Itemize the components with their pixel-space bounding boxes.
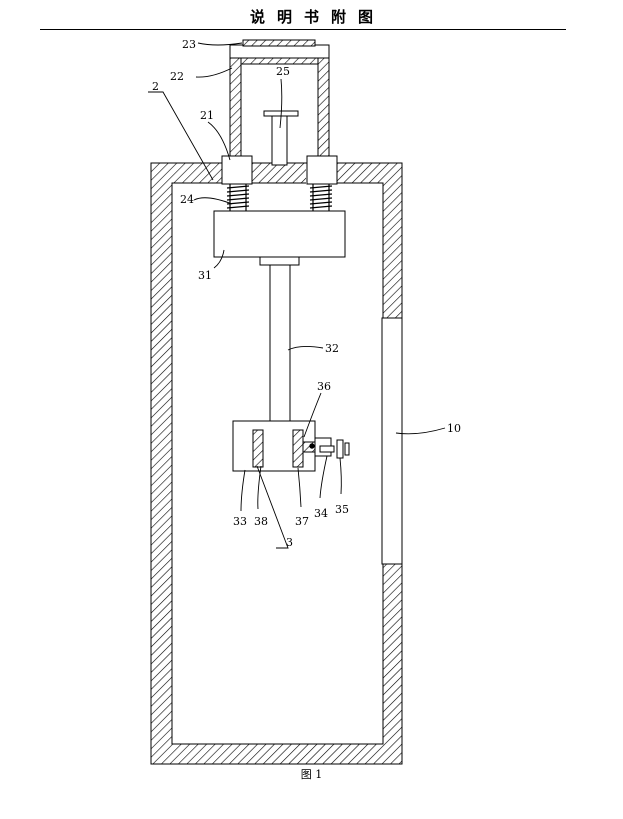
- label-31: 31: [198, 269, 212, 282]
- label-32: 32: [325, 342, 339, 355]
- label-25: 25: [276, 65, 290, 78]
- label-2: 2: [152, 80, 159, 93]
- label-35: 35: [335, 503, 349, 516]
- header-rule: [40, 29, 566, 30]
- label-22: 22: [170, 70, 184, 83]
- label-36: 36: [317, 380, 331, 393]
- label-21: 21: [200, 109, 214, 122]
- label-24: 24: [180, 193, 194, 206]
- moving-block-31: [213, 210, 346, 258]
- springs-24: [226, 184, 333, 211]
- top-plate-23: [242, 39, 316, 47]
- label-23: 23: [182, 38, 196, 51]
- figure-caption: 图 1: [300, 768, 323, 781]
- label-37: 37: [295, 515, 309, 528]
- reference-numerals: 23 22 25 2 21 24 31 32 36 10 33 38 37 34…: [152, 38, 461, 549]
- guide-blocks-21: [221, 155, 338, 185]
- label-38: 38: [254, 515, 268, 528]
- label-34: 34: [314, 507, 328, 520]
- label-33: 33: [233, 515, 247, 528]
- label-10: 10: [447, 422, 461, 435]
- rod-32: [269, 264, 291, 422]
- leader-lines: [148, 42, 446, 549]
- rod-connector: [259, 256, 300, 266]
- label-3: 3: [286, 536, 293, 549]
- clamp-body-33: [232, 420, 350, 472]
- page-header-title: 说明书附图: [249, 8, 385, 26]
